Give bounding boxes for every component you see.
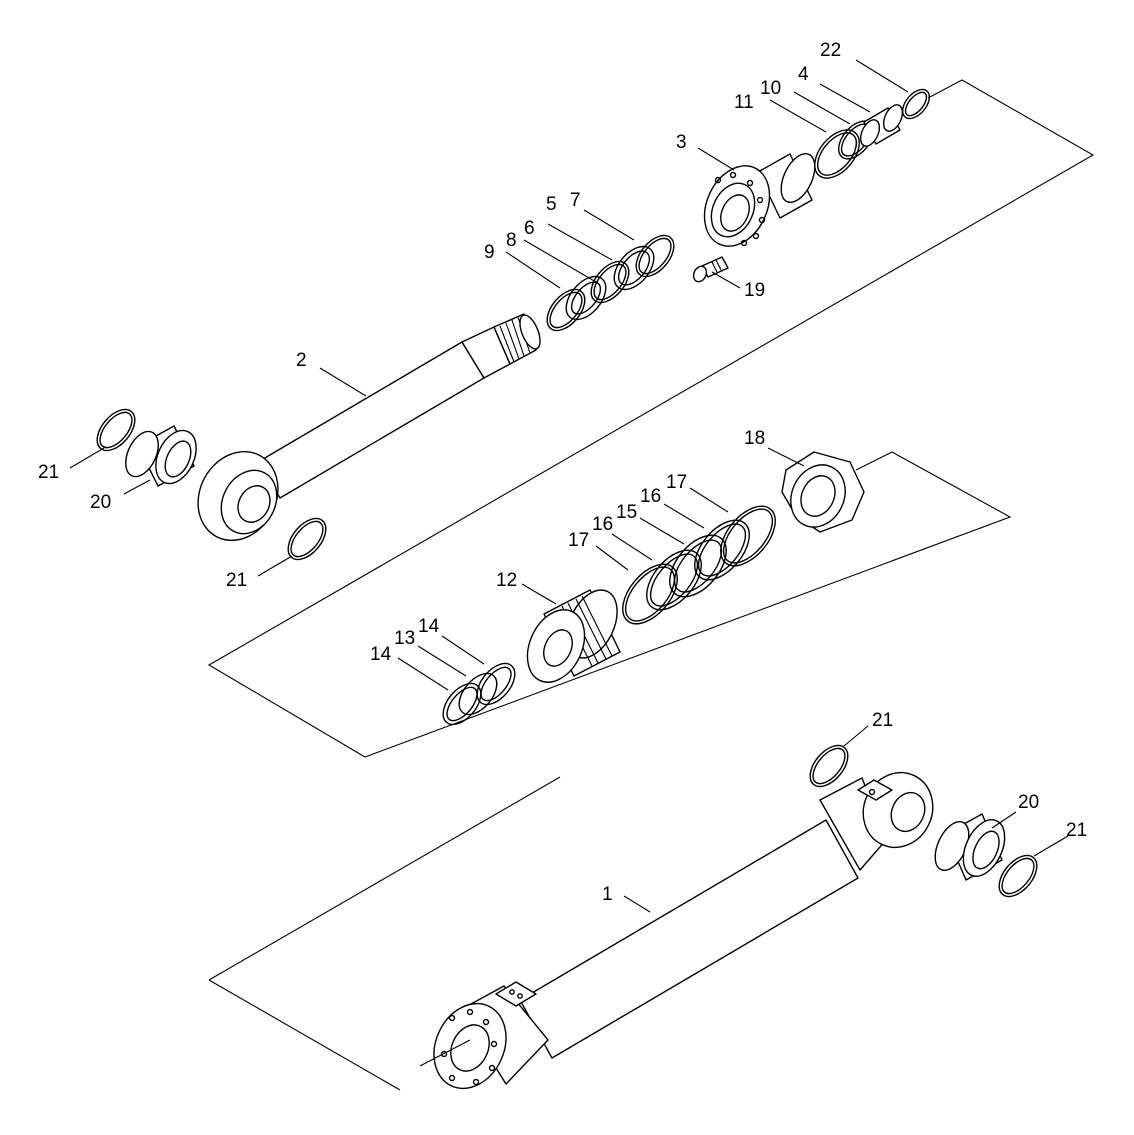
callout-20-upper: 20	[90, 492, 111, 513]
callout-labels: 2 3 4 5 6 7 8 9 10 11 12 13 14 14 15 16 …	[38, 40, 1087, 905]
callout-14-back: 14	[418, 616, 440, 637]
bushing-13	[458, 672, 498, 716]
callout-16-left: 16	[592, 514, 613, 535]
leader-lines	[69, 59, 1069, 1067]
bolt-19	[692, 256, 729, 283]
callout-6: 6	[524, 218, 535, 239]
ring-21-upper-left	[96, 408, 136, 452]
cylinder-head	[703, 153, 816, 247]
callout-21-lower-right: 21	[1066, 820, 1087, 841]
callout-21-lower-left: 21	[872, 710, 893, 731]
seal-7	[635, 234, 675, 278]
bushing-20-lower	[934, 813, 1006, 881]
callout-15: 15	[616, 502, 637, 523]
bushing-4	[859, 104, 904, 147]
callout-19: 19	[744, 280, 765, 301]
nut-18	[781, 451, 865, 533]
callout-21-upper-right: 21	[226, 570, 247, 591]
callout-21-upper-left: 21	[38, 462, 59, 483]
seal-15	[669, 534, 727, 598]
callout-20-lower: 20	[1018, 792, 1039, 813]
seal-11	[814, 129, 860, 179]
piston-rod	[197, 313, 541, 542]
callout-10: 10	[760, 78, 781, 99]
callout-13: 13	[394, 628, 415, 649]
callout-16-right: 16	[640, 486, 661, 507]
seal-17-right	[720, 505, 776, 567]
callout-8: 8	[506, 230, 517, 251]
callout-9: 9	[484, 242, 495, 263]
callout-12: 12	[496, 570, 517, 591]
seal-14-back	[476, 662, 516, 706]
assembly-outline	[207, 79, 1095, 1091]
seal-6	[590, 260, 630, 304]
callout-11: 11	[734, 92, 754, 113]
callout-17-right: 17	[666, 472, 687, 493]
seal-17-left	[622, 563, 678, 625]
seal-8	[565, 275, 607, 321]
bushing-20-upper	[125, 425, 197, 487]
piston-12	[526, 589, 621, 683]
callout-18: 18	[744, 428, 765, 449]
seal-14-front	[442, 682, 482, 726]
callout-2: 2	[296, 350, 307, 371]
ring-22	[901, 88, 931, 120]
callout-17-left: 17	[568, 530, 589, 551]
cylinder-tube	[433, 771, 934, 1090]
ring-21-upper-right	[287, 517, 327, 561]
callout-7: 7	[570, 190, 581, 211]
callout-14-front: 14	[370, 644, 392, 665]
ring-21-lower-right	[998, 854, 1038, 898]
callout-4: 4	[798, 64, 809, 85]
callout-1: 1	[602, 884, 613, 905]
callout-3: 3	[676, 132, 687, 153]
ring-21-lower-left	[809, 744, 849, 788]
callout-5: 5	[546, 194, 557, 215]
callout-22: 22	[820, 40, 841, 61]
seal-5	[613, 245, 655, 291]
